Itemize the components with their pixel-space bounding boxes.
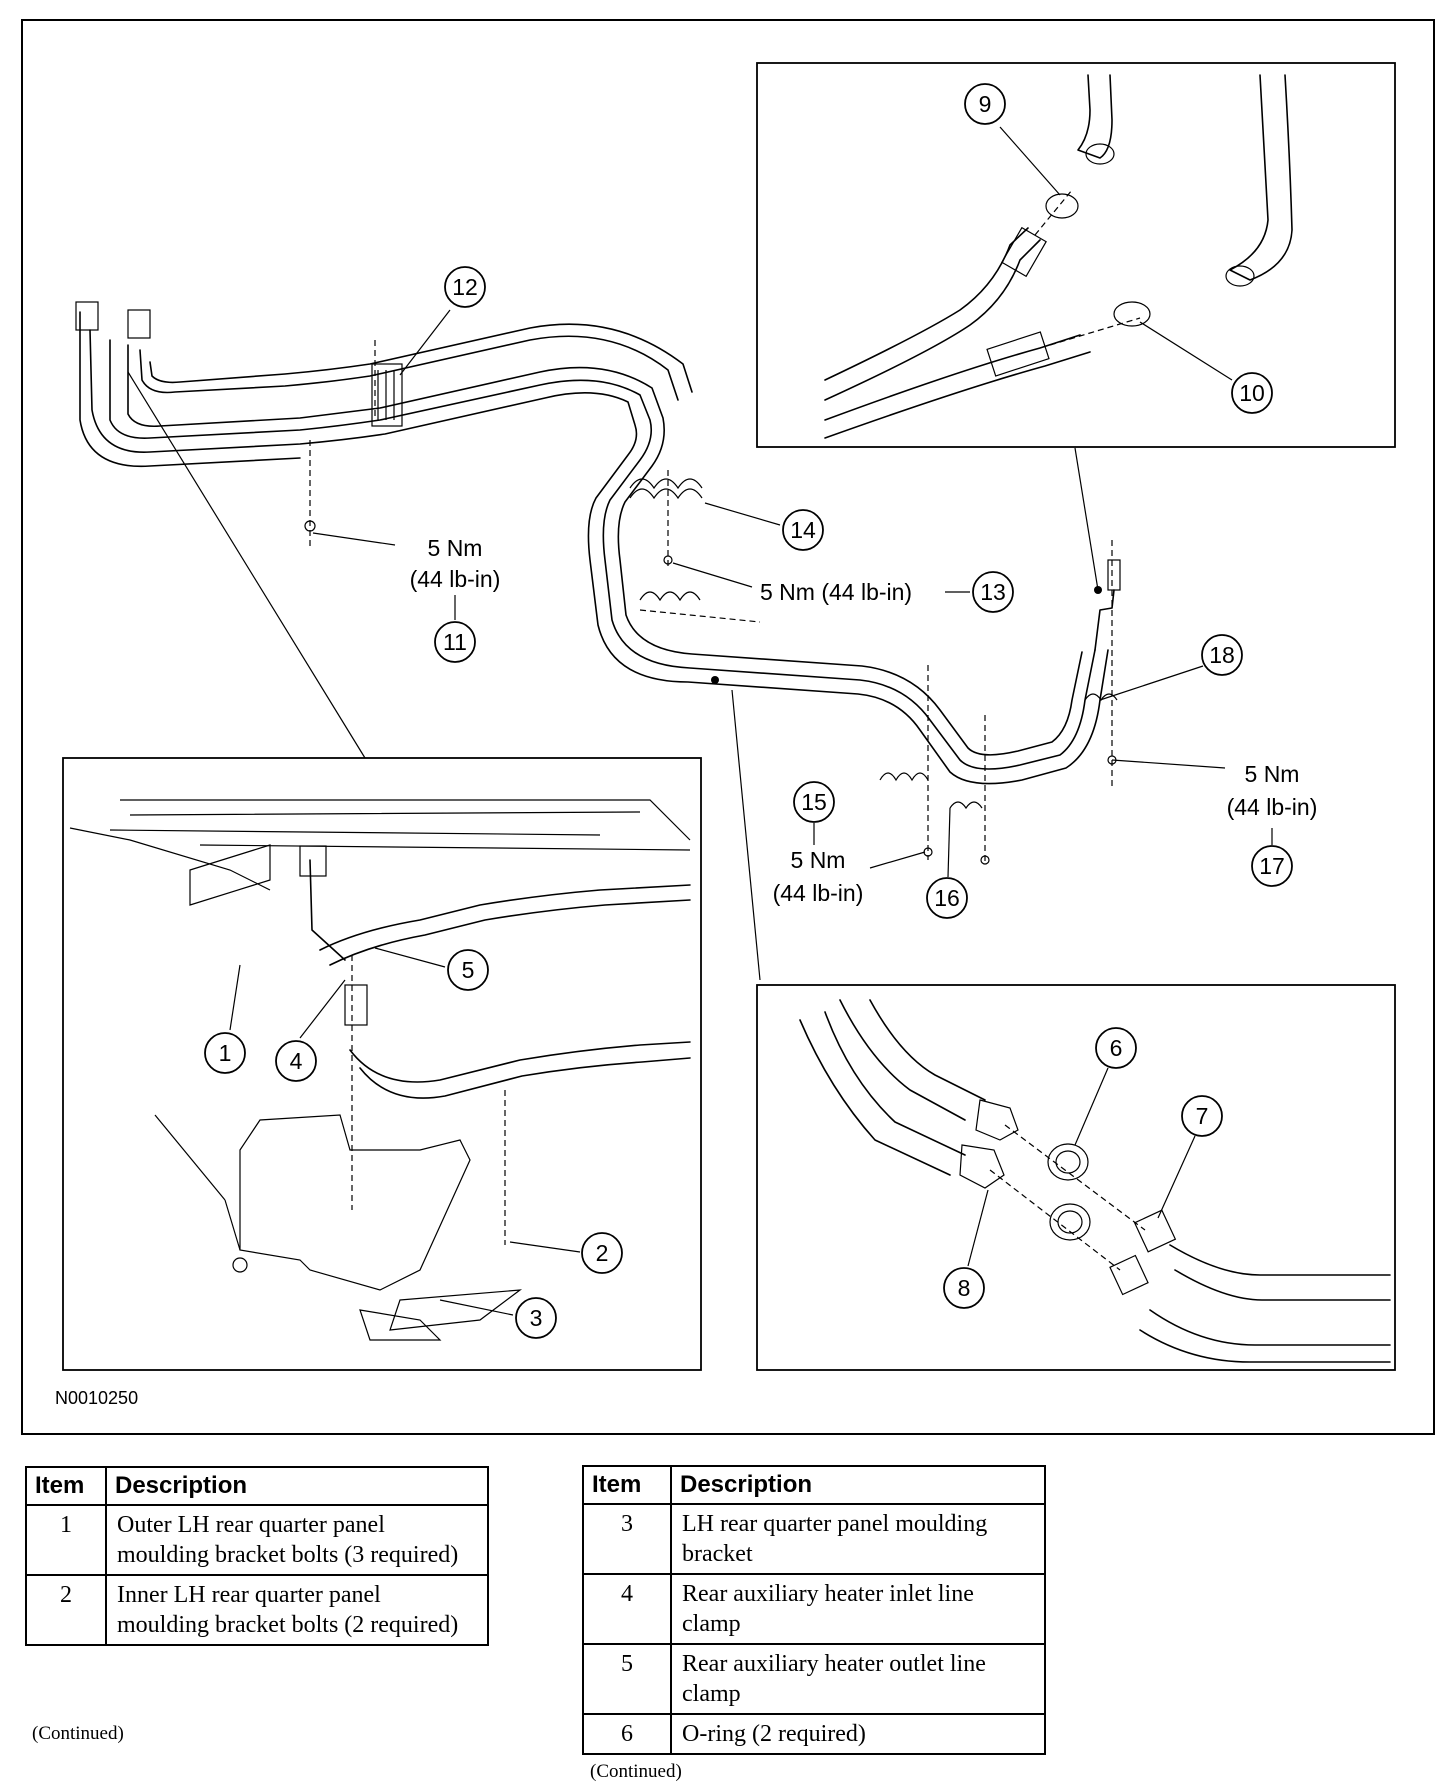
svg-text:5: 5	[462, 957, 475, 983]
callout-1: 1	[204, 964, 246, 1074]
inset-bl-detail	[69, 799, 691, 1341]
row-item: 3	[582, 1503, 672, 1575]
continued-note-right: (Continued)	[590, 1761, 682, 1782]
table-row: 1 Outer LH rear quarter panel moulding b…	[25, 1504, 489, 1576]
row-item: 1	[25, 1504, 107, 1576]
svg-text:10: 10	[1239, 380, 1265, 406]
svg-text:8: 8	[958, 1275, 971, 1301]
callout-6: 6	[1074, 1027, 1137, 1146]
torque-15-value: 5 Nm	[791, 847, 846, 873]
continued-note-left: (Continued)	[32, 1723, 124, 1744]
table-row: 6 O-ring (2 required)	[582, 1713, 1046, 1755]
svg-text:17: 17	[1259, 853, 1285, 879]
svg-text:18: 18	[1209, 642, 1235, 668]
table-row: 3 LH rear quarter panel moulding bracket	[582, 1503, 1046, 1575]
svg-text:1: 1	[219, 1040, 232, 1066]
row-item: 2	[25, 1574, 107, 1646]
leader-main-to-inset	[127, 371, 366, 759]
table-header-row: Item Description	[582, 1465, 1046, 1505]
row-item: 6	[582, 1713, 672, 1755]
callout-17: 17	[1111, 759, 1293, 887]
svg-text:12: 12	[452, 274, 478, 300]
header-item: Item	[25, 1466, 107, 1506]
callout-2: 2	[509, 1232, 623, 1274]
row-description: O-ring (2 required)	[670, 1713, 1046, 1755]
callout-13: 13	[672, 562, 1014, 613]
svg-text:15: 15	[801, 789, 827, 815]
svg-text:7: 7	[1196, 1103, 1209, 1129]
inset-br-detail	[711, 676, 1391, 1363]
callout-4: 4	[275, 979, 346, 1082]
items-table-right: Item Description 3 LH rear quarter panel…	[582, 1465, 1046, 1755]
inset-tr-detail	[824, 74, 1293, 594]
svg-text:13: 13	[980, 579, 1006, 605]
table-row: 4 Rear auxiliary heater inlet line clamp	[582, 1573, 1046, 1645]
svg-text:11: 11	[443, 629, 467, 655]
header-description: Description	[105, 1466, 489, 1506]
callout-18: 18	[1099, 634, 1243, 701]
inset-top-right	[756, 62, 1396, 448]
callout-8: 8	[943, 1189, 989, 1309]
table-header-row: Item Description	[25, 1466, 489, 1506]
row-description: Rear auxiliary heater inlet line clamp	[670, 1573, 1046, 1645]
figure-code: N0010250	[55, 1388, 138, 1408]
svg-text:6: 6	[1110, 1035, 1123, 1061]
torque-17-value: 5 Nm	[1245, 761, 1300, 787]
svg-text:3: 3	[530, 1305, 543, 1331]
callout-15: 15	[793, 781, 926, 869]
torque-11-value: 5 Nm	[428, 535, 483, 561]
torque-17-alt: (44 lb-in)	[1227, 794, 1318, 820]
torque-15-alt: (44 lb-in)	[773, 880, 864, 906]
svg-text:16: 16	[934, 885, 960, 911]
svg-text:4: 4	[290, 1048, 303, 1074]
callout-11: 11	[312, 532, 476, 663]
svg-text:2: 2	[596, 1240, 609, 1266]
heater-tube-assembly	[75, 301, 1121, 865]
torque-11-alt: (44 lb-in)	[410, 566, 501, 592]
svg-text:9: 9	[979, 91, 992, 117]
row-description: Rear auxiliary heater outlet line clamp	[670, 1643, 1046, 1715]
row-description: LH rear quarter panel moulding bracket	[670, 1503, 1046, 1575]
header-description: Description	[670, 1465, 1046, 1505]
callout-10: 10	[1139, 321, 1273, 414]
figure-frame	[21, 19, 1435, 1435]
items-table-left: Item Description 1 Outer LH rear quarter…	[25, 1466, 489, 1646]
row-description: Inner LH rear quarter panel moulding bra…	[105, 1574, 489, 1646]
torque-13: 5 Nm (44 lb-in)	[760, 579, 912, 605]
row-item: 5	[582, 1643, 672, 1715]
inset-bottom-left	[62, 757, 702, 1371]
callout-7: 7	[1157, 1095, 1223, 1219]
callout-12: 12	[399, 266, 486, 376]
inset-bottom-right	[756, 984, 1396, 1371]
exploded-diagram: 12 11 14 13 9 10 18 15 16 17 1 4 5 2 3 6…	[21, 19, 1435, 1435]
callout-3: 3	[439, 1297, 557, 1339]
svg-text:14: 14	[790, 517, 816, 543]
callout-14: 14	[704, 502, 824, 551]
callout-9: 9	[964, 83, 1061, 196]
callout-5: 5	[374, 947, 489, 991]
callout-16: 16	[926, 807, 968, 919]
header-item: Item	[582, 1465, 672, 1505]
table-row: 5 Rear auxiliary heater outlet line clam…	[582, 1643, 1046, 1715]
table-row: 2 Inner LH rear quarter panel moulding b…	[25, 1574, 489, 1646]
row-item: 4	[582, 1573, 672, 1645]
row-description: Outer LH rear quarter panel moulding bra…	[105, 1504, 489, 1576]
